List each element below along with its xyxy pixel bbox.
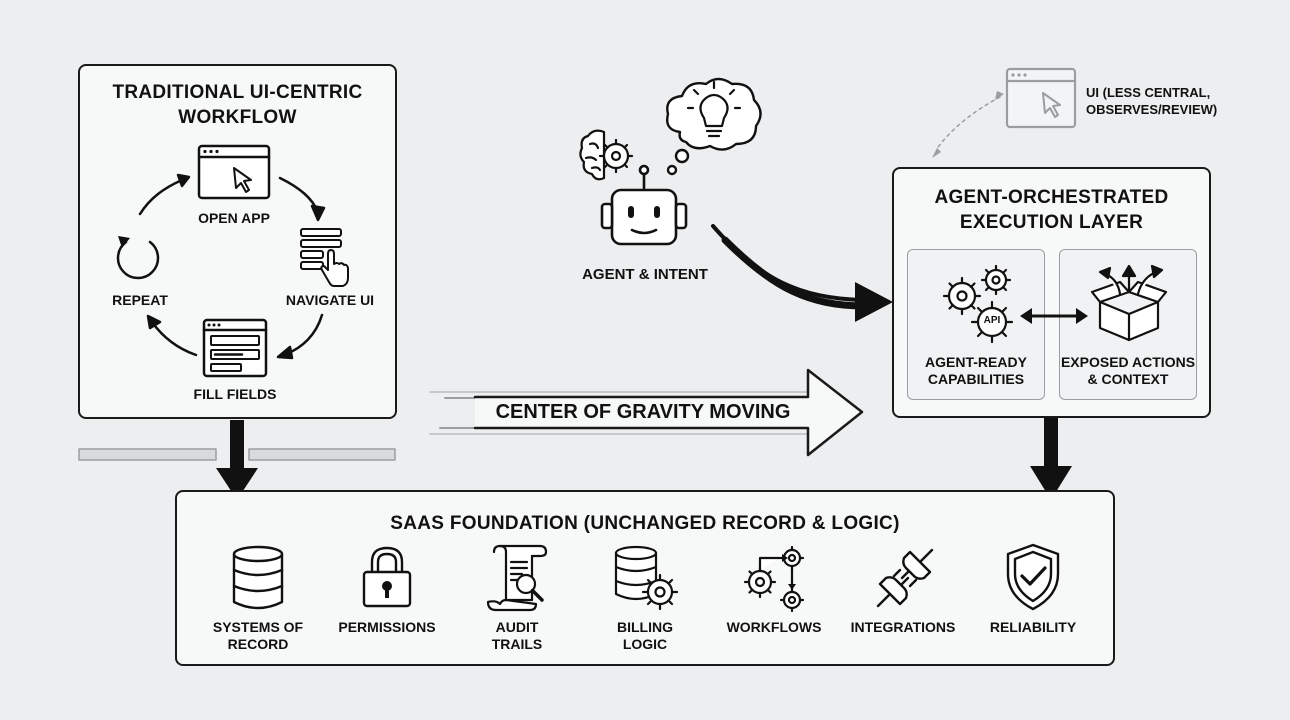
open-box-icon [1090,264,1168,342]
audit-scroll-icon [486,544,548,612]
plug-icon [876,548,934,608]
foundation-item-permissions: PERMISSIONS [338,619,436,635]
cycle-arrows [138,173,326,360]
execution-title-line2: EXECUTION LAYER [959,212,1144,233]
repeat-icon [116,236,160,280]
center-of-gravity-arrow [429,368,864,457]
workflow-gears-icon [743,545,805,613]
center-gravity-label: CENTER OF GRAVITY MOVING [495,401,791,423]
foundation-item-billing-line1: BILLING [617,619,673,635]
shield-check-icon [1006,543,1060,611]
brain-gear-icon [579,129,634,181]
api-gears-icon [942,264,1014,344]
ui-observe-link [932,91,1004,158]
actions-line1: EXPOSED ACTIONS [1060,354,1196,370]
agent-intent-label: AGENT & INTENT [582,266,708,283]
foundation-item-integrations: INTEGRATIONS [850,619,956,635]
app-window-icon [197,144,271,200]
faded-ui-window-icon [1005,67,1077,129]
foundation-item-systems-of-record-line2: RECORD [227,636,289,652]
saas-foundation-panel: SAAS FOUNDATION (UNCHANGED RECORD & LOGI… [175,490,1115,666]
ui-note-line2: OBSERVES/REVIEW) [1086,102,1218,117]
down-arrow-right [1030,418,1072,500]
faded-divider-right [248,448,396,461]
menu-tap-icon [300,228,349,287]
down-arrow-left [216,420,258,500]
foundation-item-billing-line2: LOGIC [622,636,668,652]
foundation-title: SAAS FOUNDATION (UNCHANGED RECORD & LOGI… [390,513,900,534]
capabilities-line2: CAPABILITIES [927,371,1025,387]
capabilities-line1: AGENT-READY [925,354,1027,370]
database-icon [232,545,284,610]
traditional-title-line2: WORKFLOW [178,107,297,128]
robot-icon [600,164,688,246]
database-gear-icon [614,545,679,611]
foundation-item-audit-line2: TRAILS [491,636,543,652]
ui-note-line1: UI (LESS CENTRAL, [1086,85,1211,100]
faded-divider-left [78,448,217,461]
foundation-item-systems-of-record-line1: SYSTEMS OF [212,619,304,635]
double-arrow-icon [1020,308,1088,324]
lock-icon [362,546,412,608]
api-badge: API [983,315,1001,326]
actions-line2: & CONTEXT [1087,371,1169,387]
traditional-title-line1: TRADITIONAL UI-CENTRIC [112,82,363,103]
execution-title-line1: AGENT-ORCHESTRATED [934,187,1169,208]
step-repeat: REPEAT [112,292,168,308]
foundation-item-workflows: WORKFLOWS [726,619,822,635]
capabilities-card [907,249,1045,400]
agent-to-execution-arrow [711,224,893,322]
step-fill-fields: FILL FIELDS [193,386,277,402]
form-fields-icon [202,318,268,378]
foundation-item-reliability: RELIABILITY [989,619,1077,635]
foundation-item-audit-line1: AUDIT [495,619,539,635]
idea-cloud-icon [666,77,762,176]
step-open-app: OPEN APP [198,210,270,226]
step-navigate-ui: NAVIGATE UI [285,292,375,308]
